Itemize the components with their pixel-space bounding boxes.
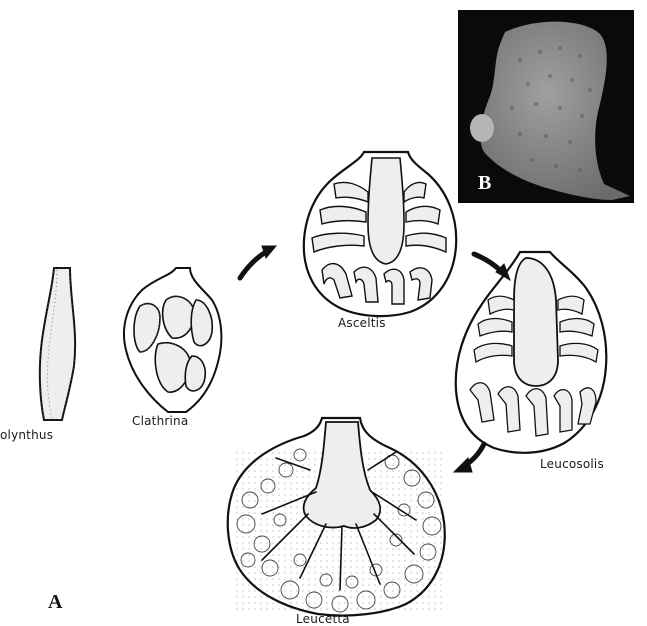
label-asceltis: Asceltis: [338, 316, 386, 330]
olynthus-sponge: [40, 268, 75, 420]
label-leucosolis: Leucosolis: [540, 457, 604, 471]
label-olynthus: olynthus: [0, 428, 53, 442]
arrow-clathrina-to-asceltis: [240, 246, 276, 278]
asceltis-sponge: [304, 152, 456, 316]
label-leucetta: Leucetta: [296, 612, 350, 626]
leucosolis-sponge: [456, 252, 607, 453]
panel-letter-b: B: [478, 172, 491, 195]
arrow-asceltis-to-leucosolis: [474, 254, 510, 280]
panel-letter-a: A: [48, 591, 62, 614]
arrow-leucosolis-to-leucetta: [454, 444, 484, 472]
leucetta-sponge: [228, 418, 445, 616]
clathrina-sponge: [124, 268, 221, 412]
label-clathrina: Clathrina: [132, 414, 188, 428]
